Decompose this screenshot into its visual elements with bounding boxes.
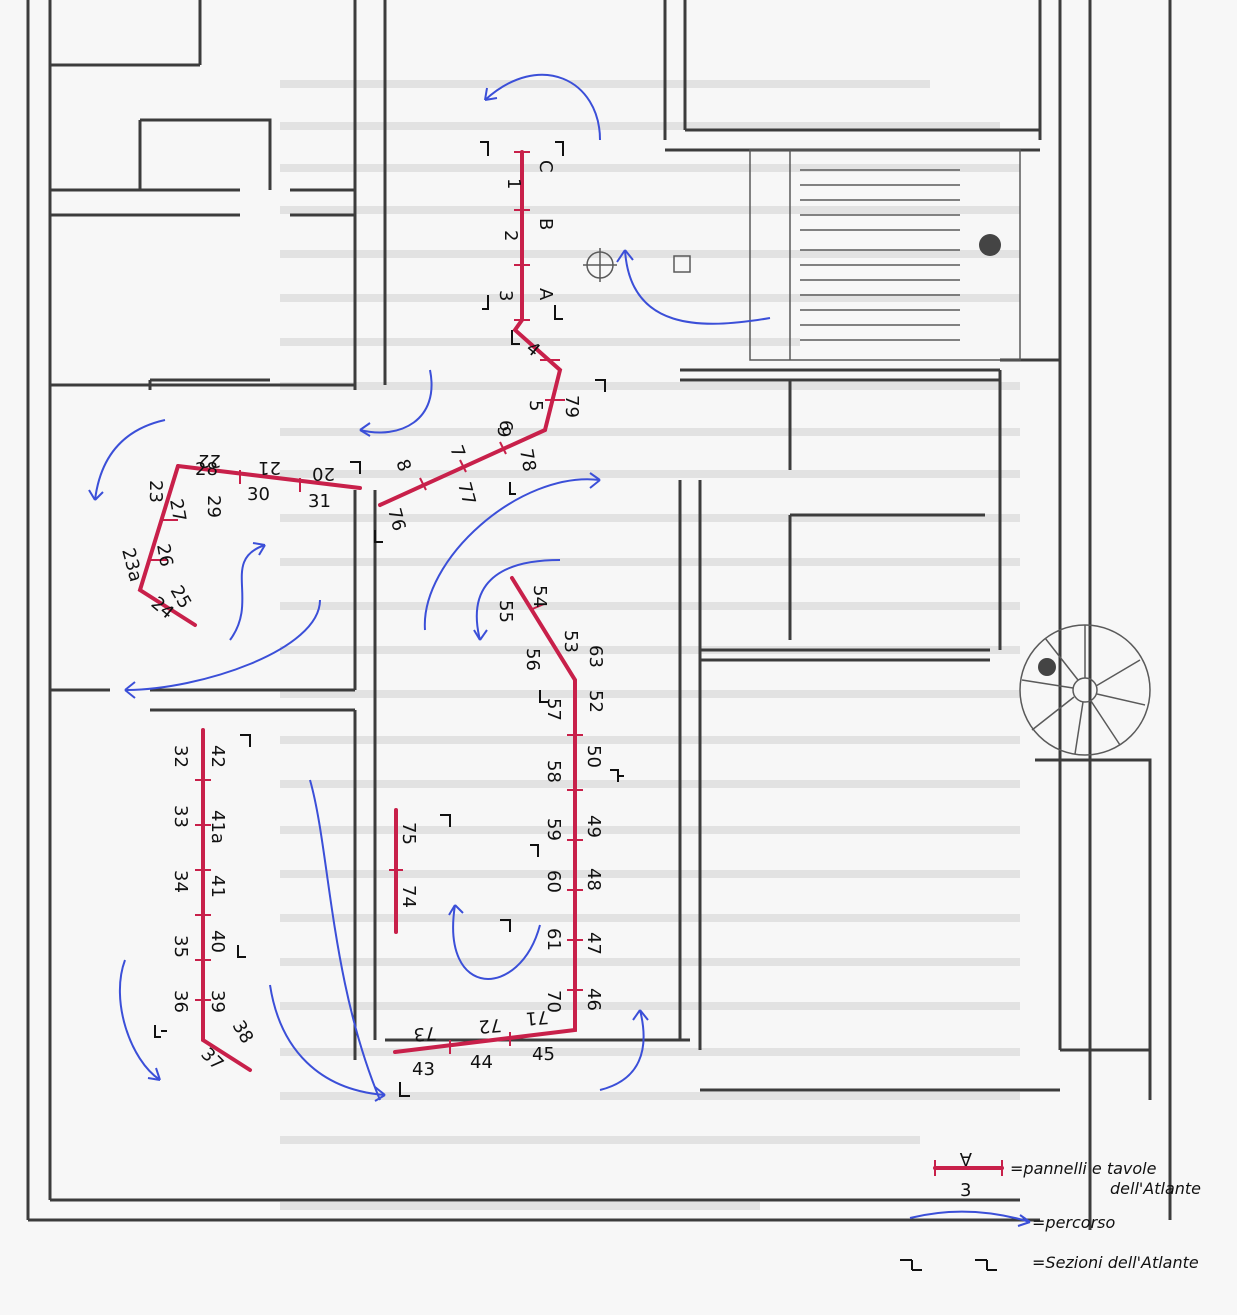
panel-label: 23: [145, 480, 166, 503]
panel-label: 41: [207, 875, 228, 898]
panel-label: 47: [583, 932, 604, 955]
panel-label: 46: [583, 988, 604, 1011]
panel-label: 72: [478, 1014, 503, 1037]
legend-section-text: =Sezioni dell'Atlante: [1032, 1253, 1199, 1272]
panel-label: 44: [470, 1052, 493, 1073]
panel-label: 70: [543, 990, 564, 1013]
panel-label: 63: [585, 645, 606, 668]
panel-label: 79: [561, 395, 582, 418]
column-marker: [583, 248, 691, 282]
panel-label: 48: [583, 868, 604, 891]
panel-label: 55: [495, 600, 516, 623]
panel-label: 60: [543, 870, 564, 893]
panel-label: 45: [532, 1044, 555, 1065]
panel-label: 22: [198, 450, 221, 471]
route-arrows: [88, 73, 771, 1102]
panel-label: 5: [525, 400, 546, 411]
legend-route-text: =percorso: [1032, 1213, 1115, 1232]
panel-label: 41a: [207, 810, 228, 844]
panel-label: 28: [195, 459, 218, 480]
panel-label: 34: [170, 870, 191, 893]
panel-label: 40: [207, 930, 228, 953]
faded-background-lines: [280, 80, 1020, 1210]
panel-label: 33: [170, 805, 191, 828]
legend-section-item: =Sezioni dell'Atlante: [900, 1253, 1199, 1272]
panel-label: 36: [170, 990, 191, 1013]
legend-panel-symbol-bottom: 3: [960, 1180, 971, 1201]
legend-panel-item: A 3 =pannelli e tavole dell'Atlante: [933, 1148, 1201, 1201]
panel-label: 3: [495, 290, 516, 301]
panel-label: 74: [398, 885, 419, 908]
panel-label: 31: [308, 491, 331, 512]
panel-label: 59: [543, 818, 564, 841]
legend-route-item: =percorso: [909, 1210, 1115, 1232]
panel-label: A: [535, 288, 556, 301]
panel-label: 53: [560, 630, 581, 653]
panel-label: 26: [152, 542, 177, 568]
panel-label: 61: [543, 928, 564, 951]
panel-label: B: [535, 218, 556, 230]
panel-label: 54: [529, 585, 550, 608]
panel-label: 57: [543, 698, 564, 721]
legend-panel-text-2: dell'Atlante: [1110, 1179, 1201, 1198]
section-marks: [154, 141, 624, 1097]
legend: A 3 =pannelli e tavole dell'Atlante =per…: [900, 1148, 1201, 1272]
panel-label: C: [535, 160, 556, 173]
legend-panel-symbol-top: A: [959, 1148, 972, 1169]
panel-label: 49: [583, 815, 604, 838]
panel-label: 30: [247, 484, 270, 505]
panel-label: 27: [165, 497, 190, 523]
panel-label: 71: [525, 1006, 550, 1029]
panel-label: 32: [170, 745, 191, 768]
legend-panel-text: =pannelli e tavole: [1010, 1159, 1157, 1178]
panel-label: 20: [312, 463, 335, 484]
panel-label: 35: [170, 935, 191, 958]
panel-label: 73: [413, 1022, 438, 1045]
panel-lines: [137, 150, 577, 1072]
panel-label: 58: [543, 760, 564, 783]
panel-label: 78: [515, 447, 540, 473]
panel-label: 2: [500, 230, 521, 241]
panel-label: 56: [522, 648, 543, 671]
panel-label: 9: [493, 426, 514, 437]
panel-label: 1: [503, 178, 524, 189]
spiral-staircase: [1019, 624, 1151, 756]
panel-ticks: [150, 151, 583, 1054]
panel-label: 6: [495, 420, 516, 431]
panel-label: 21: [258, 457, 281, 478]
panel-label: 39: [207, 990, 228, 1013]
panel-label: 75: [398, 822, 419, 845]
panel-labels: 1 2 3 4 5 6 A B C 7 8 9 76 77 78 79 20 2…: [117, 160, 606, 1080]
staircase-top-right: [749, 149, 1021, 361]
panel-label: 52: [585, 690, 606, 713]
pillar-icon: [979, 234, 1001, 256]
panel-label: 42: [207, 745, 228, 768]
panel-label: 29: [203, 495, 224, 518]
building-walls: [26, 0, 1172, 1230]
panel-label: 43: [412, 1059, 435, 1080]
panel-label: 50: [583, 745, 604, 768]
